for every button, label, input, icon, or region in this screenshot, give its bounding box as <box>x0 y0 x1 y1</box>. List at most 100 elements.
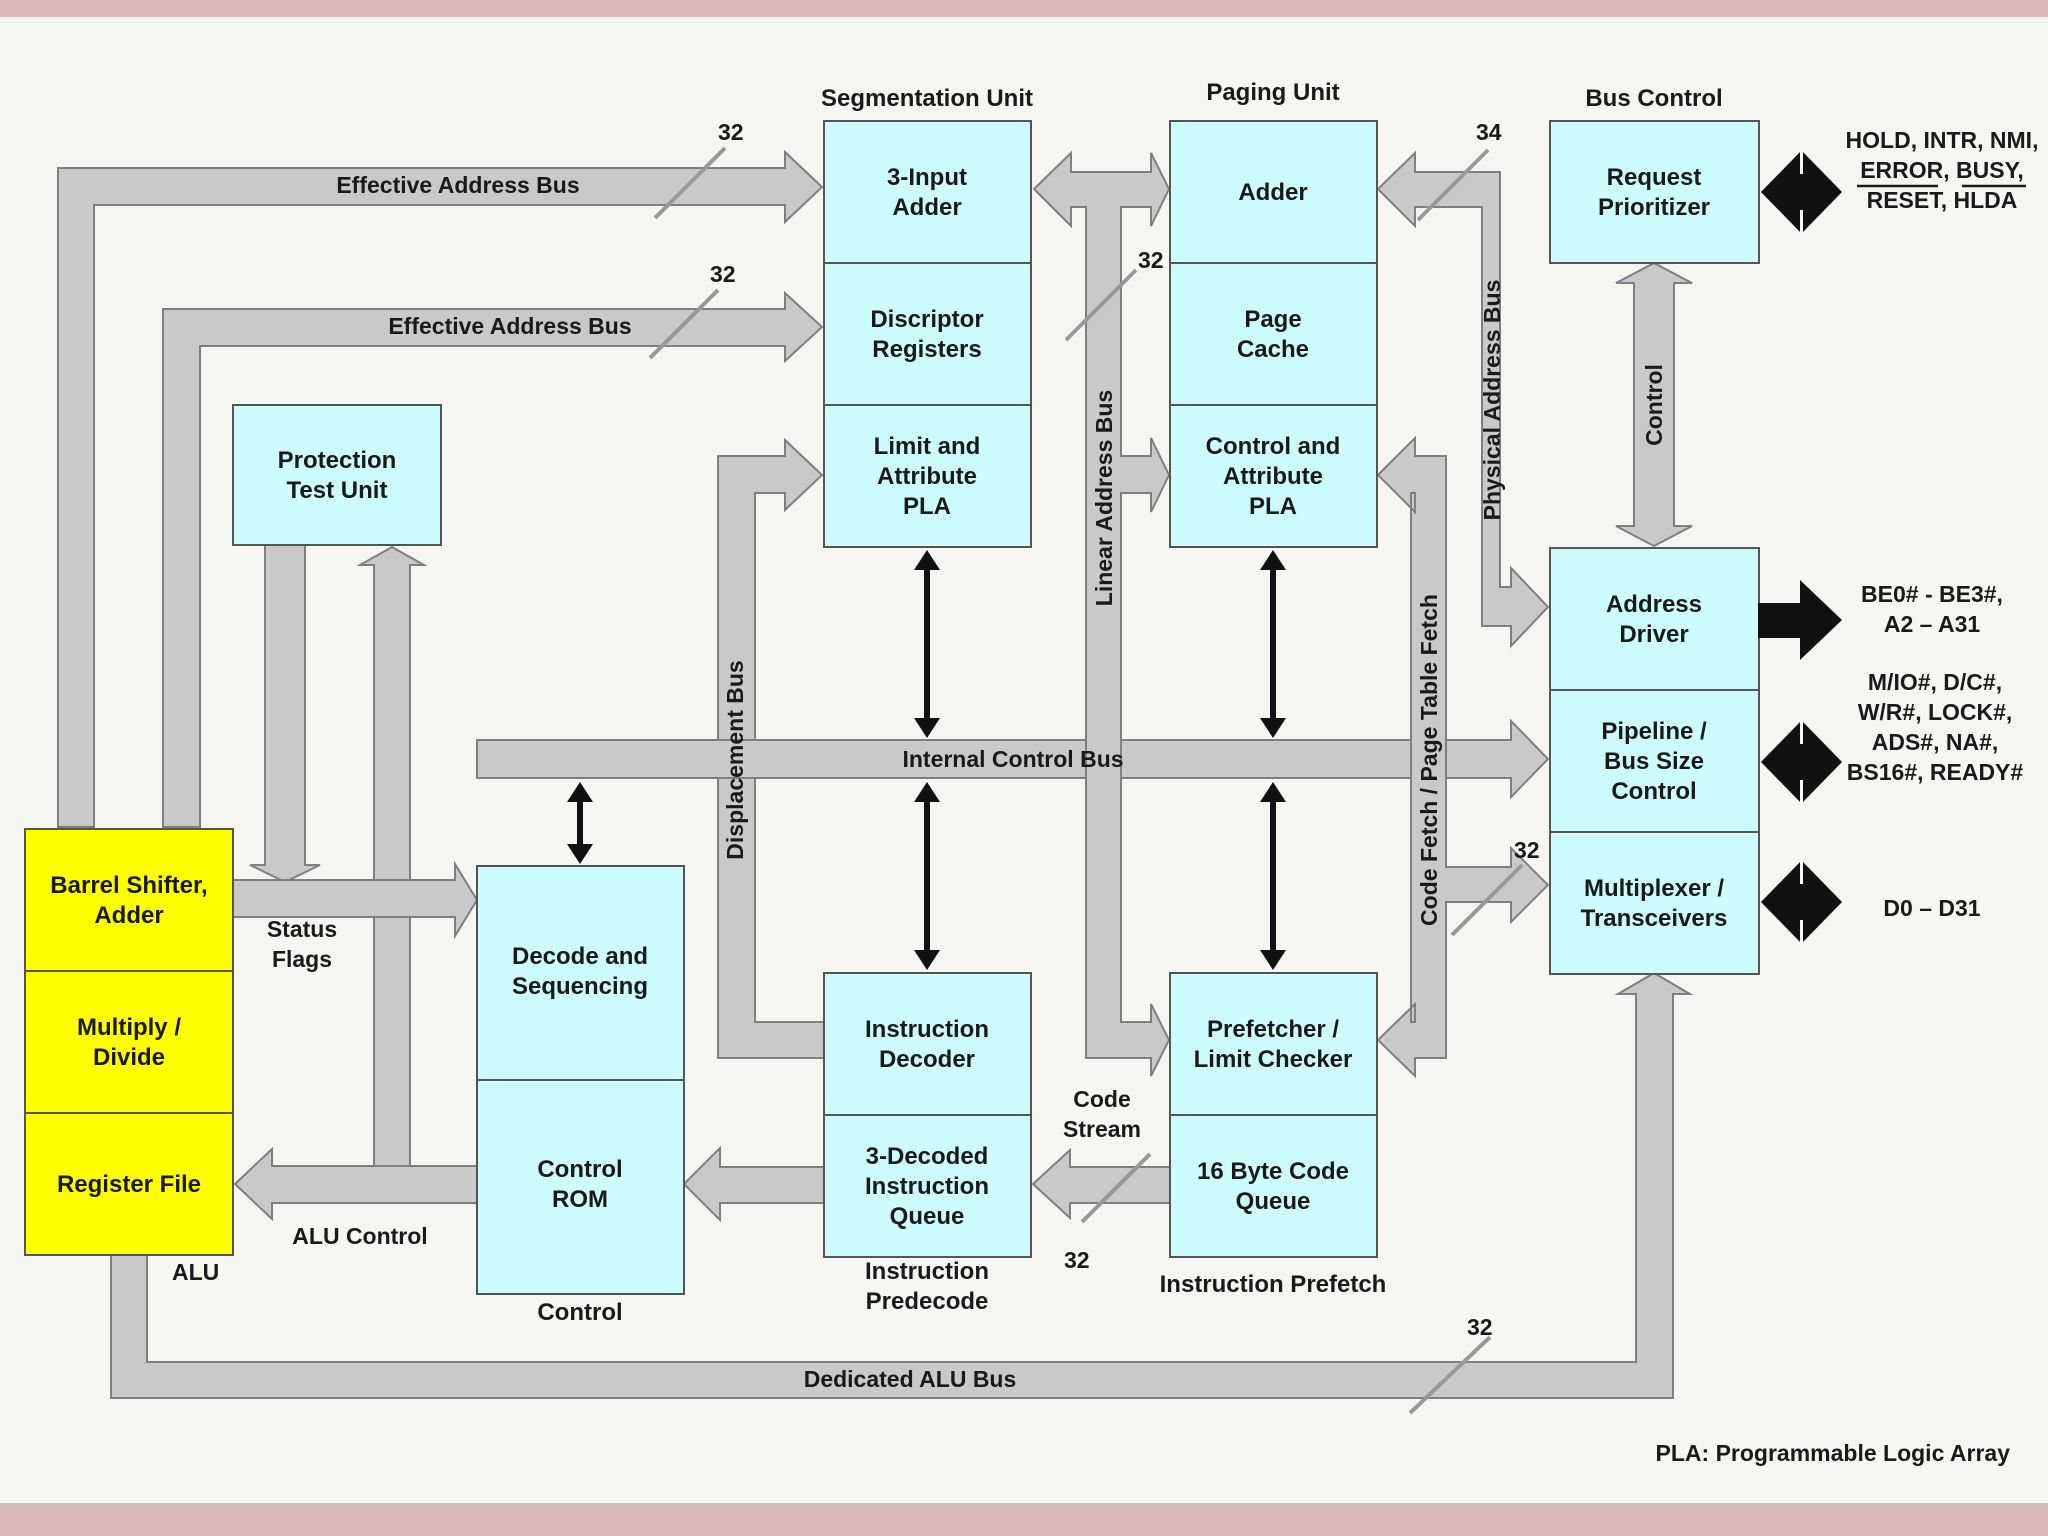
internal-control-connectors <box>567 550 1286 970</box>
bus-control-caption: Bus Control <box>1585 85 1722 112</box>
text-line: Prioritizer <box>1598 194 1710 221</box>
eab2-width-mark <box>648 288 720 360</box>
pipeline-signals: M/IO#, D/C#, W/R#, LOCK#, ADS#, NA#, BS16#,… <box>1847 669 2024 785</box>
text-line: PLA <box>903 493 951 520</box>
alu-unit <box>24 828 234 1256</box>
text-line: Test Unit <box>287 477 388 504</box>
register-file-label: Register File <box>57 1171 201 1198</box>
text-line: Registers <box>872 336 981 363</box>
request-signal-arrow[interactable] <box>1761 152 1842 232</box>
physical-address-bus-label: Physical Address Bus <box>1479 280 1505 521</box>
alu-control-to-protection-bus <box>356 545 428 1167</box>
text-line: Protection <box>278 447 397 474</box>
descriptor-registers-block[interactable] <box>823 262 1032 406</box>
prefetcher-block[interactable] <box>1169 972 1378 1116</box>
bus-interface <box>1549 547 1760 975</box>
text-line: 16 Byte Code <box>1197 1158 1349 1185</box>
text-line: Page <box>1244 306 1301 333</box>
text-line: W/R#, LOCK#, <box>1858 699 2013 725</box>
dedicated-width-mark <box>1408 1335 1492 1415</box>
data-signal-arrow[interactable] <box>1761 862 1842 942</box>
code-queue-block[interactable] <box>1169 1114 1378 1258</box>
text-line: Queue <box>1236 1188 1311 1215</box>
predecode-unit <box>823 972 1032 1258</box>
text-line: ERROR, BUSY, <box>1860 157 2024 183</box>
code-fetch-bus-label: Code Fetch / Page Table Fetch <box>1416 594 1442 926</box>
text-line: 3-Input <box>887 164 967 191</box>
address-signal-arrow[interactable] <box>1758 580 1842 660</box>
text-line: Control <box>1611 778 1696 805</box>
instruction-decoder-block[interactable] <box>823 972 1032 1116</box>
text-line: Attribute <box>877 463 977 490</box>
text-line: Request <box>1607 164 1702 191</box>
text-line: ROM <box>552 1186 608 1213</box>
seg-pla-control-arrow <box>914 550 940 738</box>
text-line: Instruction <box>865 1258 989 1285</box>
decoded-queue-block[interactable] <box>823 1114 1032 1258</box>
multiply-divide-block[interactable] <box>24 970 234 1114</box>
seg-limit-pla-block[interactable] <box>823 404 1032 548</box>
text-line: Flags <box>272 946 332 972</box>
segmentation-unit <box>823 120 1032 548</box>
text-line: Address <box>1606 591 1702 618</box>
paging-unit-caption: Paging Unit <box>1206 79 1339 106</box>
code-fetch-bus <box>1376 435 1550 1079</box>
protection-test-unit-block[interactable] <box>232 404 442 546</box>
address-driver-block[interactable] <box>1549 547 1760 691</box>
text-line: M/IO#, D/C#, <box>1868 669 2002 695</box>
paging-control-pla-block[interactable] <box>1169 404 1378 548</box>
text-line: Sequencing <box>512 973 648 1000</box>
control-rom-block[interactable] <box>476 1079 685 1295</box>
prefetcher-control-arrow <box>1260 782 1286 970</box>
text-line: 3-Decoded <box>866 1143 989 1170</box>
control-vertical-label: Control <box>1641 364 1667 446</box>
protection-to-alu-bus <box>249 544 321 884</box>
effective-address-bus-2-label: Effective Address Bus <box>388 313 631 339</box>
barrel-shifter-block[interactable] <box>24 828 234 972</box>
text-line: ADS#, NA#, <box>1872 729 1999 755</box>
text-line: Control <box>537 1156 622 1183</box>
displacement-bus-label: Displacement Bus <box>722 660 748 859</box>
physical-address-bus <box>1376 150 1550 649</box>
text-line: Adder <box>94 902 163 929</box>
pipeline-signal-arrow[interactable] <box>1761 722 1842 802</box>
text-line: Transceivers <box>1581 905 1728 932</box>
control-caption: Control <box>537 1299 622 1326</box>
eab2-width: 32 <box>710 261 736 287</box>
text-line: Prefetcher / <box>1207 1016 1339 1043</box>
physical-width-mark <box>1416 148 1490 222</box>
three-input-adder-block[interactable] <box>823 120 1032 264</box>
text-line: BS16#, READY# <box>1847 759 2024 785</box>
multiplexer-label: Multiplexer /Transceivers <box>1581 875 1728 932</box>
decode-sequencing-block[interactable] <box>476 865 685 1081</box>
alu-caption: ALU <box>172 1259 219 1285</box>
text-line: Decode and <box>512 943 648 970</box>
multiplexer-block[interactable] <box>1549 831 1760 975</box>
register-file-block[interactable] <box>24 1112 234 1256</box>
address-signals: BE0# - BE3#,A2 – A31 <box>1861 581 2003 637</box>
effective-address-bus-2 <box>162 290 824 828</box>
text-line: Attribute <box>1223 463 1323 490</box>
page-cache-block[interactable] <box>1169 262 1378 406</box>
bus-labels: Effective Address Bus Effective Address … <box>267 172 1667 1392</box>
text-line: Code <box>1073 1086 1131 1112</box>
queue-to-control-rom-bus <box>682 1145 825 1223</box>
text-line: Adder <box>892 194 961 221</box>
paging-pla-control-arrow <box>1260 550 1286 738</box>
footnote: PLA: Programmable Logic Array <box>1656 1440 2011 1466</box>
dedicated-width: 32 <box>1467 1314 1493 1340</box>
pipeline-bus-size-block[interactable] <box>1549 689 1760 833</box>
alu-control-bus <box>233 1146 478 1222</box>
text-line: Register File <box>57 1171 201 1198</box>
text-line: Instruction <box>865 1016 989 1043</box>
request-prioritizer-block[interactable] <box>1549 120 1760 264</box>
mux-width-mark <box>1450 863 1524 937</box>
text-line: Divide <box>93 1044 165 1071</box>
